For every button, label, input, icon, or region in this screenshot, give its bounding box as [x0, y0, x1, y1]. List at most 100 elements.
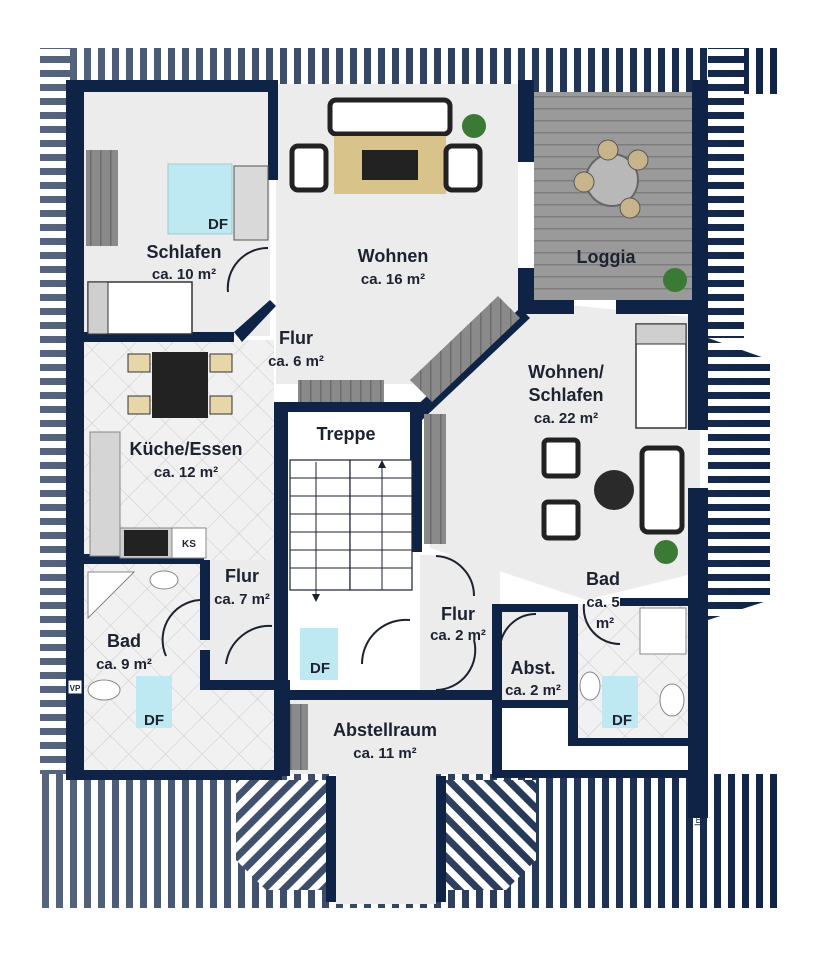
fridge [171, 527, 207, 559]
sink-left [149, 570, 179, 590]
room-name-wohnen-schlafen-2: Schlafen [528, 385, 603, 405]
room-area-flur-top: ca. 6 m² [268, 353, 324, 370]
wall-kueche-bottom [84, 554, 204, 564]
desk-schlafen [233, 165, 269, 241]
room-area-abstellraum: ca. 11 m² [353, 745, 416, 762]
plant-icon [462, 114, 486, 138]
wall-loggia-bottom-r [616, 300, 708, 314]
room-name-flur-mid: Flur [441, 604, 475, 624]
wall-schlafen-bottom [84, 332, 234, 342]
armchair-left [289, 143, 329, 193]
wall-schlafen-right [268, 80, 278, 180]
sofa-wohnen [327, 97, 453, 137]
wall-treppe-bottom [284, 690, 494, 700]
wall-treppe-right [410, 402, 422, 552]
room-area-bad-right-2: m² [596, 615, 614, 632]
wall-abst-bottom [500, 700, 576, 708]
room-area-wohnen-schlafen: ca. 22 m² [534, 410, 598, 427]
logo-text: VON POLL [74, 641, 81, 676]
door-flur-left [225, 624, 273, 665]
room-name-abst: Abst. [511, 658, 556, 678]
plant-icon [654, 540, 678, 564]
room-area-flur-mid: ca. 2 m² [430, 627, 486, 644]
skylights [136, 163, 638, 728]
credit-immogrundriss: Immogrundriss [693, 766, 703, 826]
room-labels: Schlafen ca. 10 m² Wohnen ca. 16 m² Logg… [96, 242, 636, 762]
door-treppe [435, 555, 476, 597]
plant-icon [663, 268, 687, 292]
wall-treppe-left [274, 402, 288, 698]
door-bad-right [582, 603, 621, 646]
wall-bottom-right [492, 770, 692, 778]
shower-left [87, 571, 136, 620]
floor-abstellraum [290, 700, 496, 774]
wall-abst-left [492, 604, 502, 776]
wall-top-left [66, 80, 278, 92]
skylight-bad-left [136, 676, 172, 728]
wall-right-low [688, 488, 708, 818]
doors [161, 246, 621, 691]
wall-treppe-top [274, 402, 420, 412]
floor-flur-mid [420, 555, 500, 695]
wall-diag-schlafen [234, 300, 276, 342]
wall-left [66, 80, 84, 776]
floor-flur-left [206, 560, 284, 684]
df-label-treppe: DF [310, 660, 330, 677]
tv-console [424, 414, 446, 544]
wall-bottom-left [66, 770, 282, 780]
room-name-wohnen: Wohnen [358, 246, 429, 266]
logo: VP VON POLL [67, 641, 83, 695]
df-labels: DF DF DF DF KS [144, 216, 632, 729]
room-name-schlafen: Schlafen [146, 242, 221, 262]
toilet-left [87, 679, 121, 701]
room-area-schlafen: ca. 10 m² [152, 266, 216, 283]
staircase [289, 459, 413, 602]
wall-bad-r-top [620, 598, 692, 606]
room-name-bad-left: Bad [107, 631, 141, 651]
door-flur-mid-left [360, 618, 411, 665]
room-area-flur-left: ca. 7 m² [214, 591, 270, 608]
coffee-table [362, 150, 418, 180]
wall-loggia-left [518, 268, 534, 308]
wall-abstell-left [274, 690, 290, 776]
wall-right-mid [688, 300, 708, 430]
room-area-bad-right-1: ca. 5 [586, 594, 619, 611]
toilet-right [659, 683, 685, 717]
wall-bad-r-left [568, 604, 578, 744]
dining-table [152, 352, 208, 418]
room-area-bad-left: ca. 9 m² [96, 656, 152, 673]
wall-dormer-right [436, 776, 446, 902]
wall-abst-top [500, 604, 576, 612]
wall-top-mid [518, 80, 534, 162]
wall-bad-right-b [200, 650, 210, 680]
room-name-flur-top: Flur [279, 328, 313, 348]
shelf-flur [298, 380, 384, 402]
room-name-treppe: Treppe [316, 424, 375, 444]
logo-vp: VP [70, 684, 81, 693]
wall-bad-r-bottom [568, 738, 692, 746]
shelf-diag [410, 296, 520, 402]
door-bad-left [161, 598, 207, 657]
room-name-bad-right: Bad [586, 569, 620, 589]
armchair-ws-1 [541, 437, 581, 479]
wardrobe [86, 150, 118, 246]
room-area-abst: ca. 2 m² [505, 682, 561, 699]
ks-label: KS [182, 539, 196, 550]
room-area-wohnen: ca. 16 m² [361, 271, 425, 288]
door-abst [499, 612, 537, 649]
shelf-abstell [290, 704, 308, 770]
room-name-wohnen-schlafen-1: Wohnen/ [528, 362, 604, 382]
door-schlafen [226, 246, 269, 293]
skylight-treppe [300, 628, 338, 680]
side-table [594, 470, 634, 510]
stair-arrow-down-icon [312, 594, 320, 602]
df-label-schlafen: DF [208, 216, 228, 233]
wall-dormer-left [326, 776, 336, 902]
df-label-bad-left: DF [144, 712, 164, 729]
room-name-loggia: Loggia [577, 247, 637, 267]
wall-flur-bottom [200, 680, 290, 690]
sofa-ws [639, 445, 685, 535]
shower-right [639, 607, 687, 655]
wall-loggia-bottom-l [518, 300, 574, 314]
